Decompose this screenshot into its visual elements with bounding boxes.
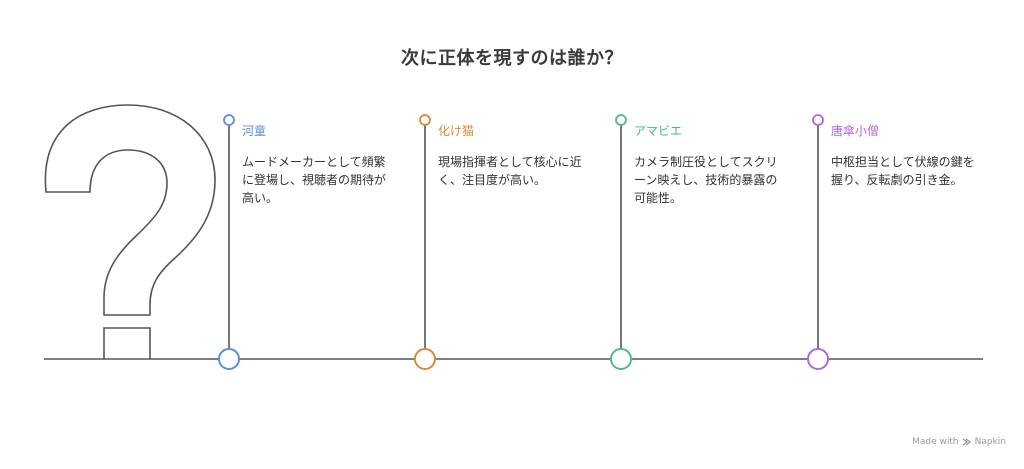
item-title-kappa: 河童 <box>242 124 267 138</box>
top-marker-karakasa-kozo <box>812 114 824 126</box>
diagram-title: 次に正体を現すのは誰か？ <box>401 48 623 69</box>
base-marker-karakasa-kozo <box>807 348 829 370</box>
item-description-bakeneko: 現場指揮者として核心に近く、注目度が高い。 <box>438 155 582 187</box>
item-description-kappa: ムードメーカーとして頻繁に登場し、視聴者の期待が高い。 <box>242 155 387 205</box>
item-title-amabie: アマビエ <box>634 124 683 138</box>
base-marker-kappa <box>218 348 240 370</box>
item-description-karakasa-kozo: 中枢担当として伏線の鍵を握り、反転劇の引き金。 <box>831 155 975 187</box>
item-title-bakeneko: 化け猫 <box>438 124 475 138</box>
napkin-logo-icon <box>962 438 971 446</box>
top-marker-bakeneko <box>419 114 431 126</box>
base-marker-amabie <box>610 348 632 370</box>
top-marker-kappa <box>223 114 235 126</box>
item-title-karakasa-kozo: 唐傘小僧 <box>831 124 880 138</box>
brand-label: Napkin <box>974 437 1006 447</box>
question-mark-icon <box>44 104 216 316</box>
question-mark-dot <box>103 327 151 359</box>
base-marker-bakeneko <box>414 348 436 370</box>
made-with-label: Made with <box>912 437 959 447</box>
top-marker-amabie <box>615 114 627 126</box>
item-description-amabie: カメラ制圧役としてスクリーン映えし、技術的暴露の可能性。 <box>634 155 778 205</box>
footer-credit: Made with Napkin <box>912 437 1006 447</box>
